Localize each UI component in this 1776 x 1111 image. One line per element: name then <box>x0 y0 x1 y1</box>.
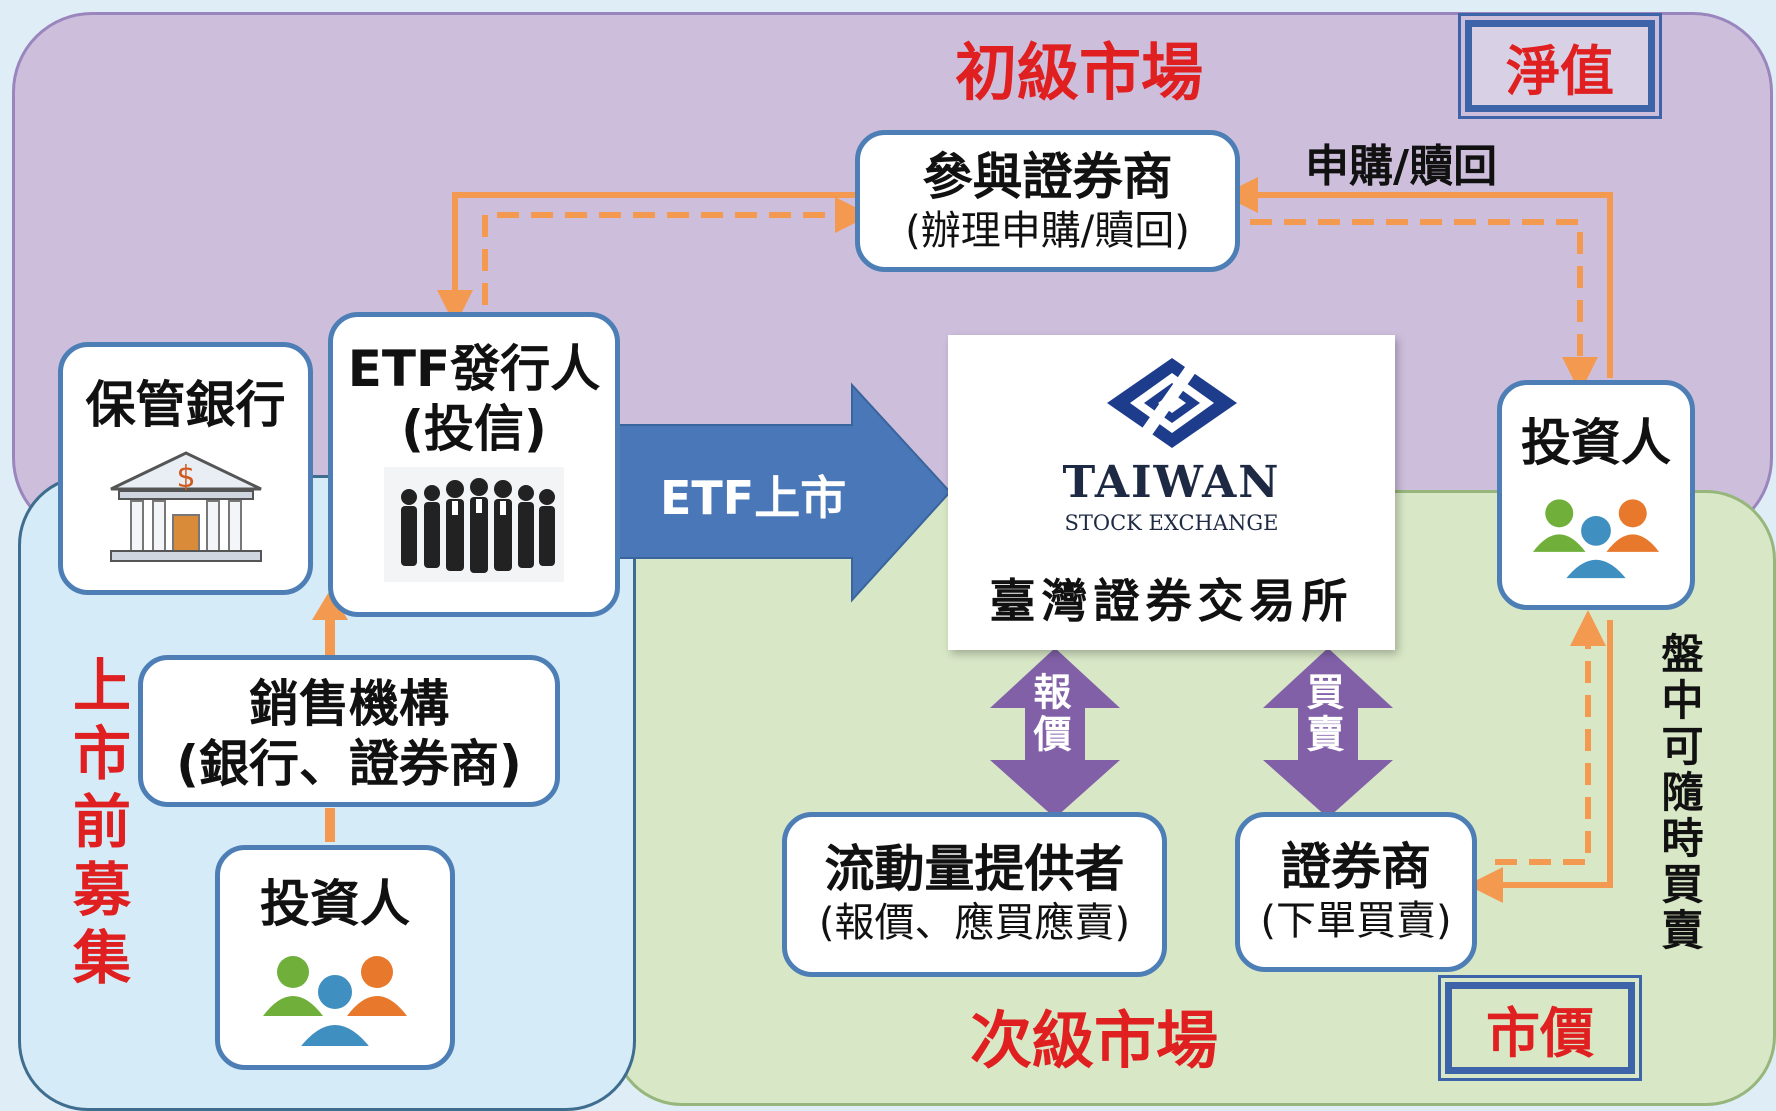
distributor-subtitle: (銀行、證券商) <box>176 735 522 793</box>
investor-right-node: 投資人 <box>1497 380 1695 610</box>
primary-market-title: 初級市場 <box>955 36 1204 109</box>
bank-icon: $ <box>109 451 262 562</box>
people-group-icon <box>1533 499 1659 582</box>
participating-dealer-subtitle: (辦理申購/贖回) <box>905 208 1190 254</box>
trade-arrow-label: 買賣 <box>1300 672 1344 756</box>
exchange-name-en-2: STOCK EXCHANGE <box>1064 511 1279 535</box>
etf-issuer-subtitle: (投信) <box>401 400 547 458</box>
custodian-bank-node: 保管銀行 $ <box>58 342 313 595</box>
twse-exchange-node: TAIWAN STOCK EXCHANGE 臺灣證券交易所 <box>948 335 1395 650</box>
distributor-title: 銷售機構 <box>249 675 449 733</box>
liquidity-provider-title: 流動量提供者 <box>824 840 1125 898</box>
exchange-name-zh: 臺灣證券交易所 <box>989 574 1354 628</box>
secondary-market-title: 次級市場 <box>970 1004 1219 1077</box>
participating-dealer-title: 參與證券商 <box>922 148 1173 206</box>
quote-arrow-label: 報價 <box>1027 672 1071 756</box>
liquidity-provider-subtitle: (報價、應買應賣) <box>818 900 1131 946</box>
etf-issuer-node: ETF發行人 (投信) <box>328 312 620 617</box>
broker-title: 證券商 <box>1281 838 1431 896</box>
subscription-redemption-label: 申購/贖回 <box>1305 141 1498 192</box>
etf-issuer-title: ETF發行人 <box>347 340 601 398</box>
market-price-tag: 市價 <box>1438 975 1642 1081</box>
people-group-icon <box>263 956 407 1050</box>
custodian-bank-title: 保管銀行 <box>85 376 286 434</box>
distributor-node: 銷售機構 (銀行、證券商) <box>138 655 560 807</box>
intraday-trading-label: 盤中可隨時買賣 <box>1655 632 1704 954</box>
broker-subtitle: (下單買賣) <box>1260 898 1452 944</box>
exchange-name-en-1: TAIWAN <box>1062 457 1281 508</box>
twse-logo <box>1106 358 1237 448</box>
pre-listing-title: 上市前募集 <box>63 655 131 995</box>
listing-arrow-label: ETF上市 <box>660 471 847 525</box>
investor-prelisting-node: 投資人 <box>215 845 455 1070</box>
liquidity-provider-node: 流動量提供者 (報價、應買應賣) <box>782 812 1167 977</box>
businesspeople-photo <box>384 467 564 582</box>
participating-dealer-node: 參與證券商 (辦理申購/贖回) <box>855 130 1240 272</box>
svg-text:$: $ <box>176 460 195 495</box>
nav-tag: 淨值 <box>1458 13 1662 119</box>
investor-prelisting-title: 投資人 <box>260 875 410 933</box>
broker-node: 證券商 (下單買賣) <box>1235 812 1477 972</box>
investor-right-title: 投資人 <box>1521 414 1671 472</box>
